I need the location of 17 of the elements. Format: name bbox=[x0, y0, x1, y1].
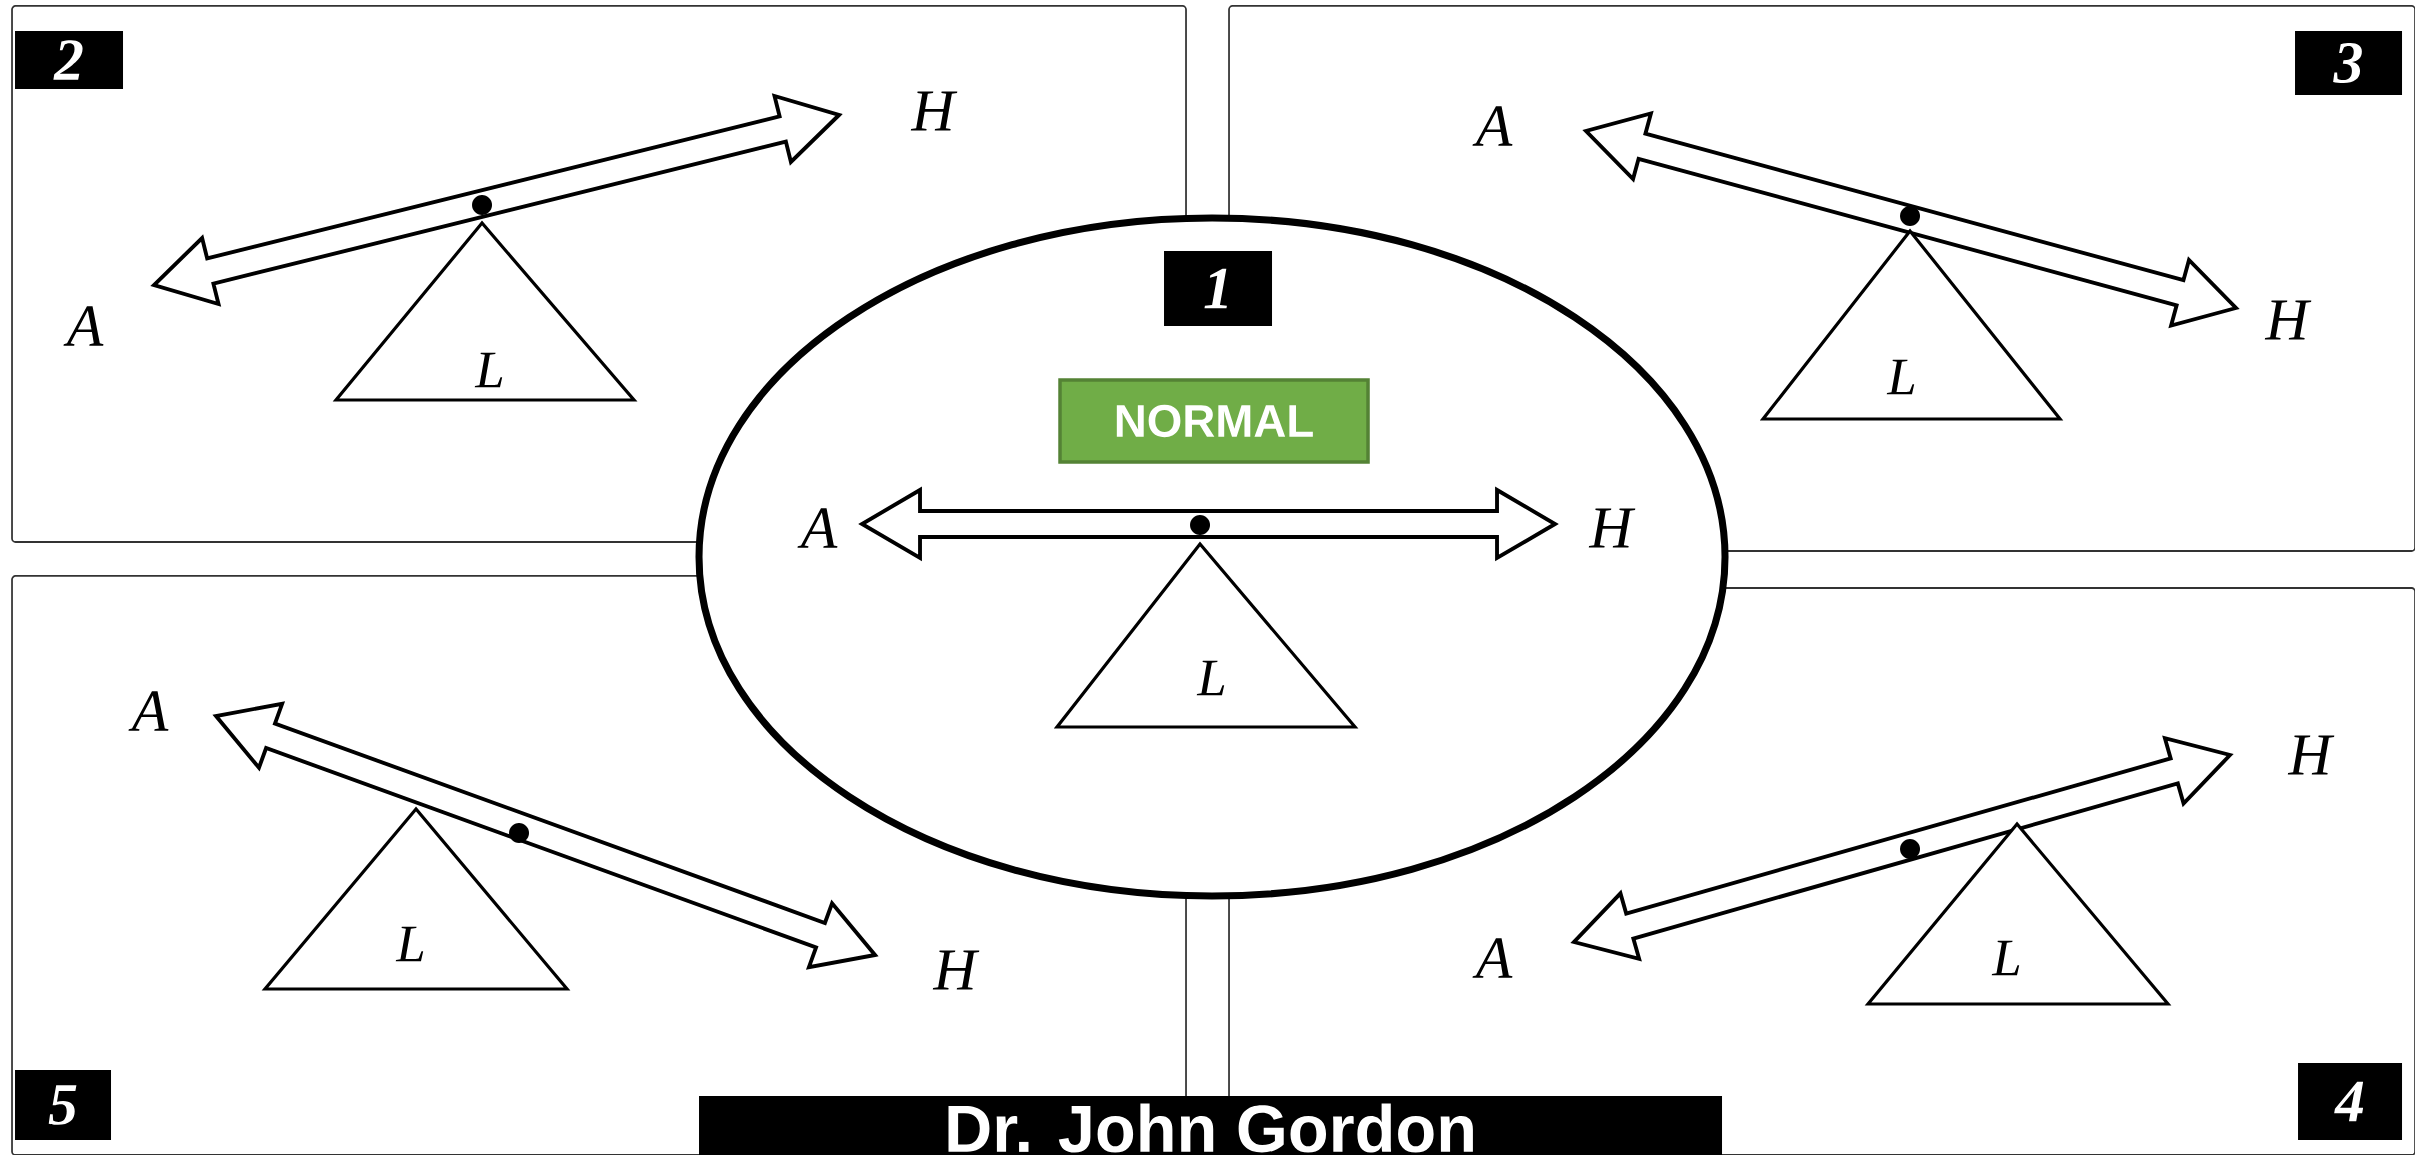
name-banner: Dr. John Gordon bbox=[699, 1096, 1722, 1155]
end-label: A bbox=[63, 306, 104, 346]
end-label: A bbox=[1472, 106, 1513, 146]
end-label: A bbox=[128, 691, 169, 731]
number-badge: 4 bbox=[2298, 1063, 2402, 1140]
end-label: A bbox=[1472, 938, 1513, 978]
end-label: H bbox=[932, 950, 980, 990]
end-label: H bbox=[910, 91, 958, 131]
number-badge: 5 bbox=[15, 1070, 111, 1140]
number-badge: 3 bbox=[2295, 31, 2402, 95]
status-badge: NORMAL bbox=[1058, 378, 1370, 464]
number-badge: 2 bbox=[15, 31, 123, 89]
end-label: H bbox=[1588, 508, 1636, 548]
end-label: H bbox=[2264, 300, 2312, 340]
number-badge: 1 bbox=[1164, 251, 1272, 326]
end-label: H bbox=[2287, 735, 2335, 775]
end-label: A bbox=[797, 508, 838, 548]
